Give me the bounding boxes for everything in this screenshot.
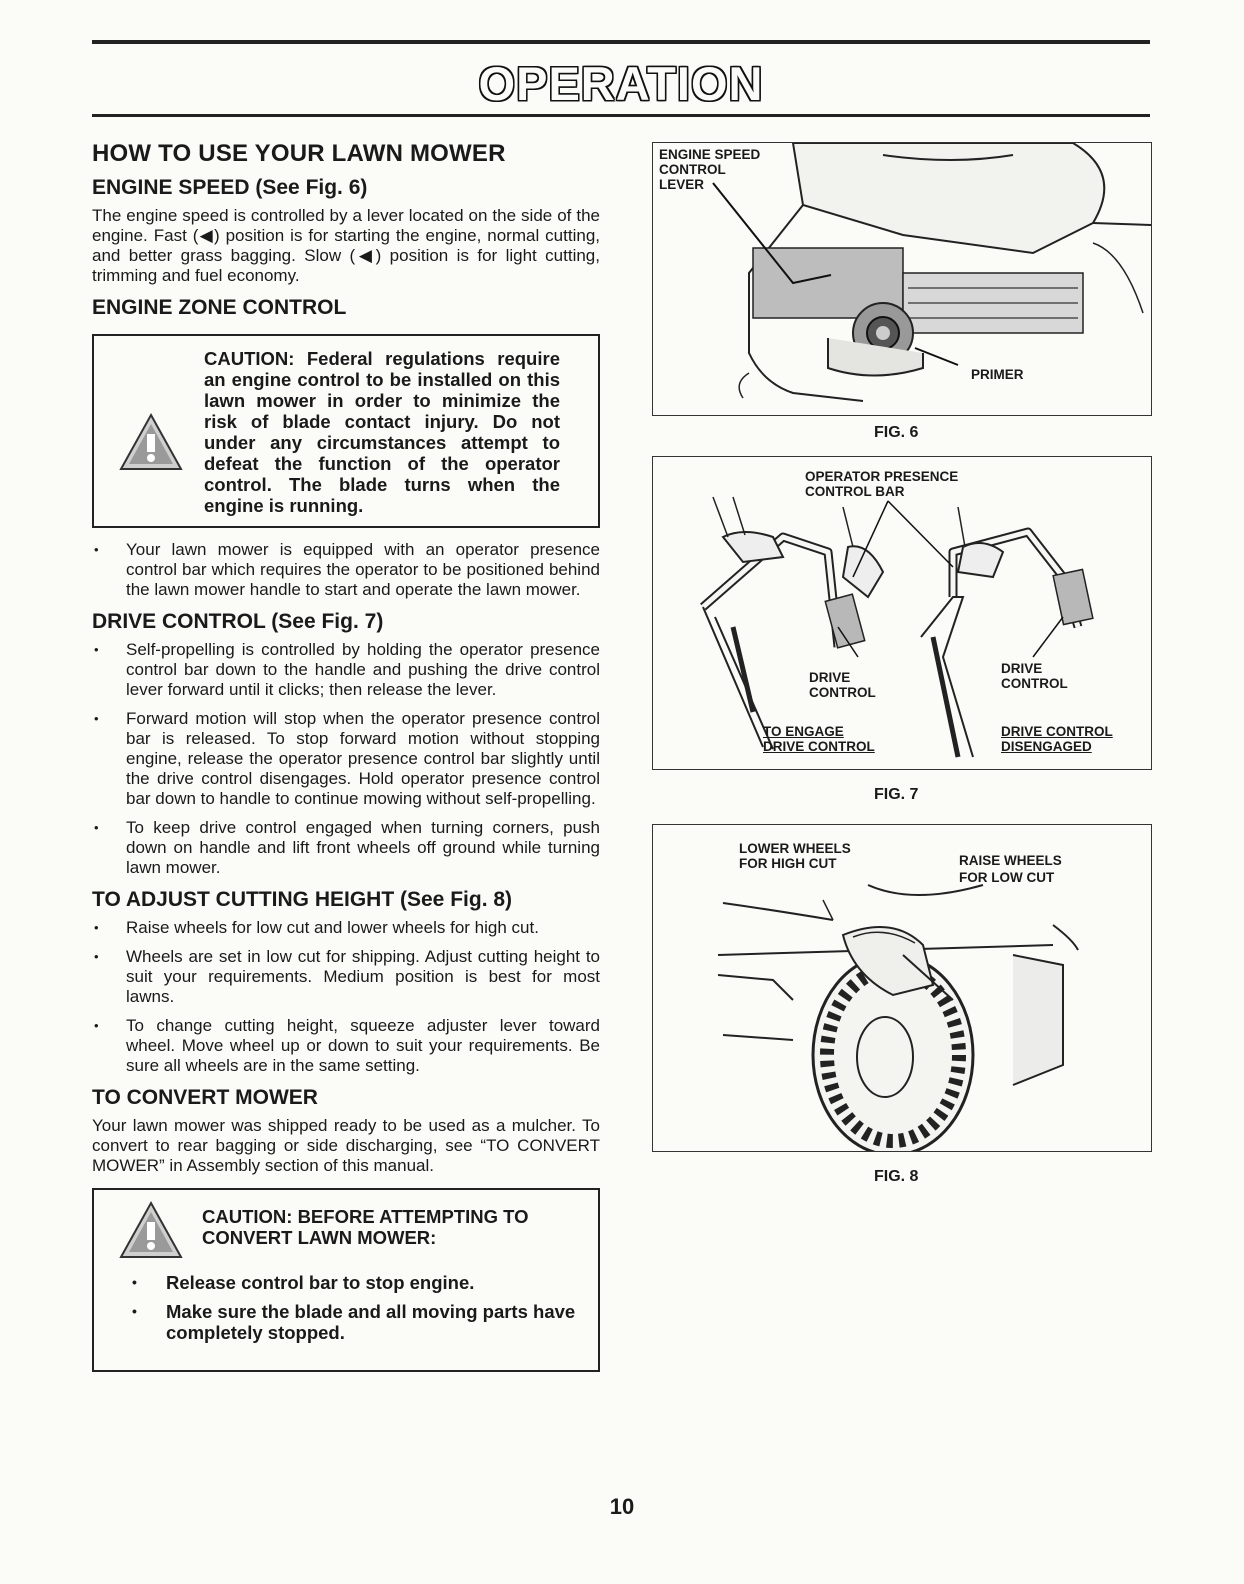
list-item: To change cutting height, squeeze adjust… — [92, 1016, 600, 1076]
label-presence-bar-line2: CONTROL BAR — [805, 484, 905, 499]
page-number: 10 — [609, 1494, 635, 1519]
list-item: Wheels are set in low cut for shipping. … — [92, 947, 600, 1007]
list-item: To keep drive control engaged when turni… — [92, 818, 600, 878]
caution-convert-heading: CAUTION: BEFORE ATTEMPTING TO CONVERT LA… — [202, 1206, 529, 1248]
drive-control-bullets: Self-propelling is controlled by holding… — [92, 640, 600, 878]
figure-8-cutting-height: LOWER WHEELS FOR HIGH CUT RAISE WHEELS F… — [652, 824, 1152, 1152]
wheel-illustration — [717, 884, 1079, 1151]
left-column: HOW TO USE YOUR LAWN MOWER ENGINE SPEED … — [92, 140, 600, 1372]
cutting-height-heading: TO ADJUST CUTTING HEIGHT (See Fig. 8) — [92, 888, 513, 911]
label-speed-lever-line3: LEVER — [659, 177, 705, 192]
drive-control-heading: DRIVE CONTROL (See Fig. 7) — [92, 610, 384, 633]
label-to-engage-line1: TO ENGAGE — [763, 724, 844, 739]
list-item: Make sure the blade and all moving parts… — [128, 1301, 584, 1343]
caution-engine-control-text: CAUTION: Federal regulations require an … — [204, 348, 560, 516]
label-drive-right-line1: DRIVE — [1001, 661, 1043, 676]
engine-zone-heading: ENGINE ZONE CONTROL — [92, 296, 347, 319]
label-speed-lever-line1: ENGINE SPEED — [659, 147, 761, 162]
label-drive-left-line2: CONTROL — [809, 685, 876, 700]
label-disengaged-line2: DISENGAGED — [1001, 739, 1092, 754]
warning-icon — [119, 412, 183, 470]
label-lower-wheels-line2: FOR HIGH CUT — [739, 856, 837, 871]
figure-7-caption: FIG. 7 — [874, 786, 919, 803]
figure-6-engine: ENGINE SPEED CONTROL LEVER PRIMER — [652, 142, 1152, 416]
label-raise-wheels-line2: FOR LOW CUT — [959, 870, 1055, 885]
main-heading: HOW TO USE YOUR LAWN MOWER — [92, 140, 506, 167]
label-disengaged-line1: DRIVE CONTROL — [1001, 724, 1113, 739]
cutting-height-bullets: Raise wheels for low cut and lower wheel… — [92, 918, 600, 1076]
convert-heading: TO CONVERT MOWER — [92, 1086, 318, 1109]
top-rule — [92, 40, 1150, 44]
label-speed-lever-line2: CONTROL — [659, 162, 726, 177]
engine-speed-heading: ENGINE SPEED (See Fig. 6) — [92, 176, 368, 199]
warning-icon — [119, 1200, 183, 1258]
figure-8-caption: FIG. 8 — [874, 1168, 919, 1185]
convert-text: Your lawn mower was shipped ready to be … — [92, 1116, 600, 1175]
caution-box-convert: CAUTION: BEFORE ATTEMPTING TO CONVERT LA… — [92, 1188, 600, 1372]
label-primer: PRIMER — [971, 367, 1024, 382]
list-item: Your lawn mower is equipped with an oper… — [92, 540, 600, 600]
figure-7-drive-control: OPERATOR PRESENCE CONTROL BAR DRIVE CONT… — [652, 456, 1152, 770]
label-presence-bar-line1: OPERATOR PRESENCE — [805, 469, 959, 484]
figure-6-caption: FIG. 6 — [874, 424, 919, 441]
label-lower-wheels-line1: LOWER WHEELS — [739, 841, 851, 856]
engine-illustration — [712, 143, 1151, 402]
list-item: Forward motion will stop when the operat… — [92, 709, 600, 809]
page-title: OPERATION — [478, 57, 764, 110]
list-item: Release control bar to stop engine. — [128, 1272, 584, 1293]
caution-convert-list: Release control bar to stop engine. Make… — [128, 1272, 584, 1351]
list-item: Raise wheels for low cut and lower wheel… — [92, 918, 600, 938]
list-item: Self-propelling is controlled by holding… — [92, 640, 600, 700]
caution-box-engine-control: CAUTION: Federal regulations require an … — [92, 334, 600, 528]
engine-zone-bullets: Your lawn mower is equipped with an oper… — [92, 540, 600, 600]
title-underline — [92, 114, 1150, 117]
label-drive-left-line1: DRIVE — [809, 670, 851, 685]
label-to-engage-line2: DRIVE CONTROL — [763, 739, 875, 754]
engine-speed-text: The engine speed is controlled by a leve… — [92, 206, 600, 285]
label-raise-wheels-line1: RAISE WHEELS — [959, 853, 1062, 868]
label-drive-right-line2: CONTROL — [1001, 676, 1068, 691]
handle-illustration — [700, 496, 1094, 758]
